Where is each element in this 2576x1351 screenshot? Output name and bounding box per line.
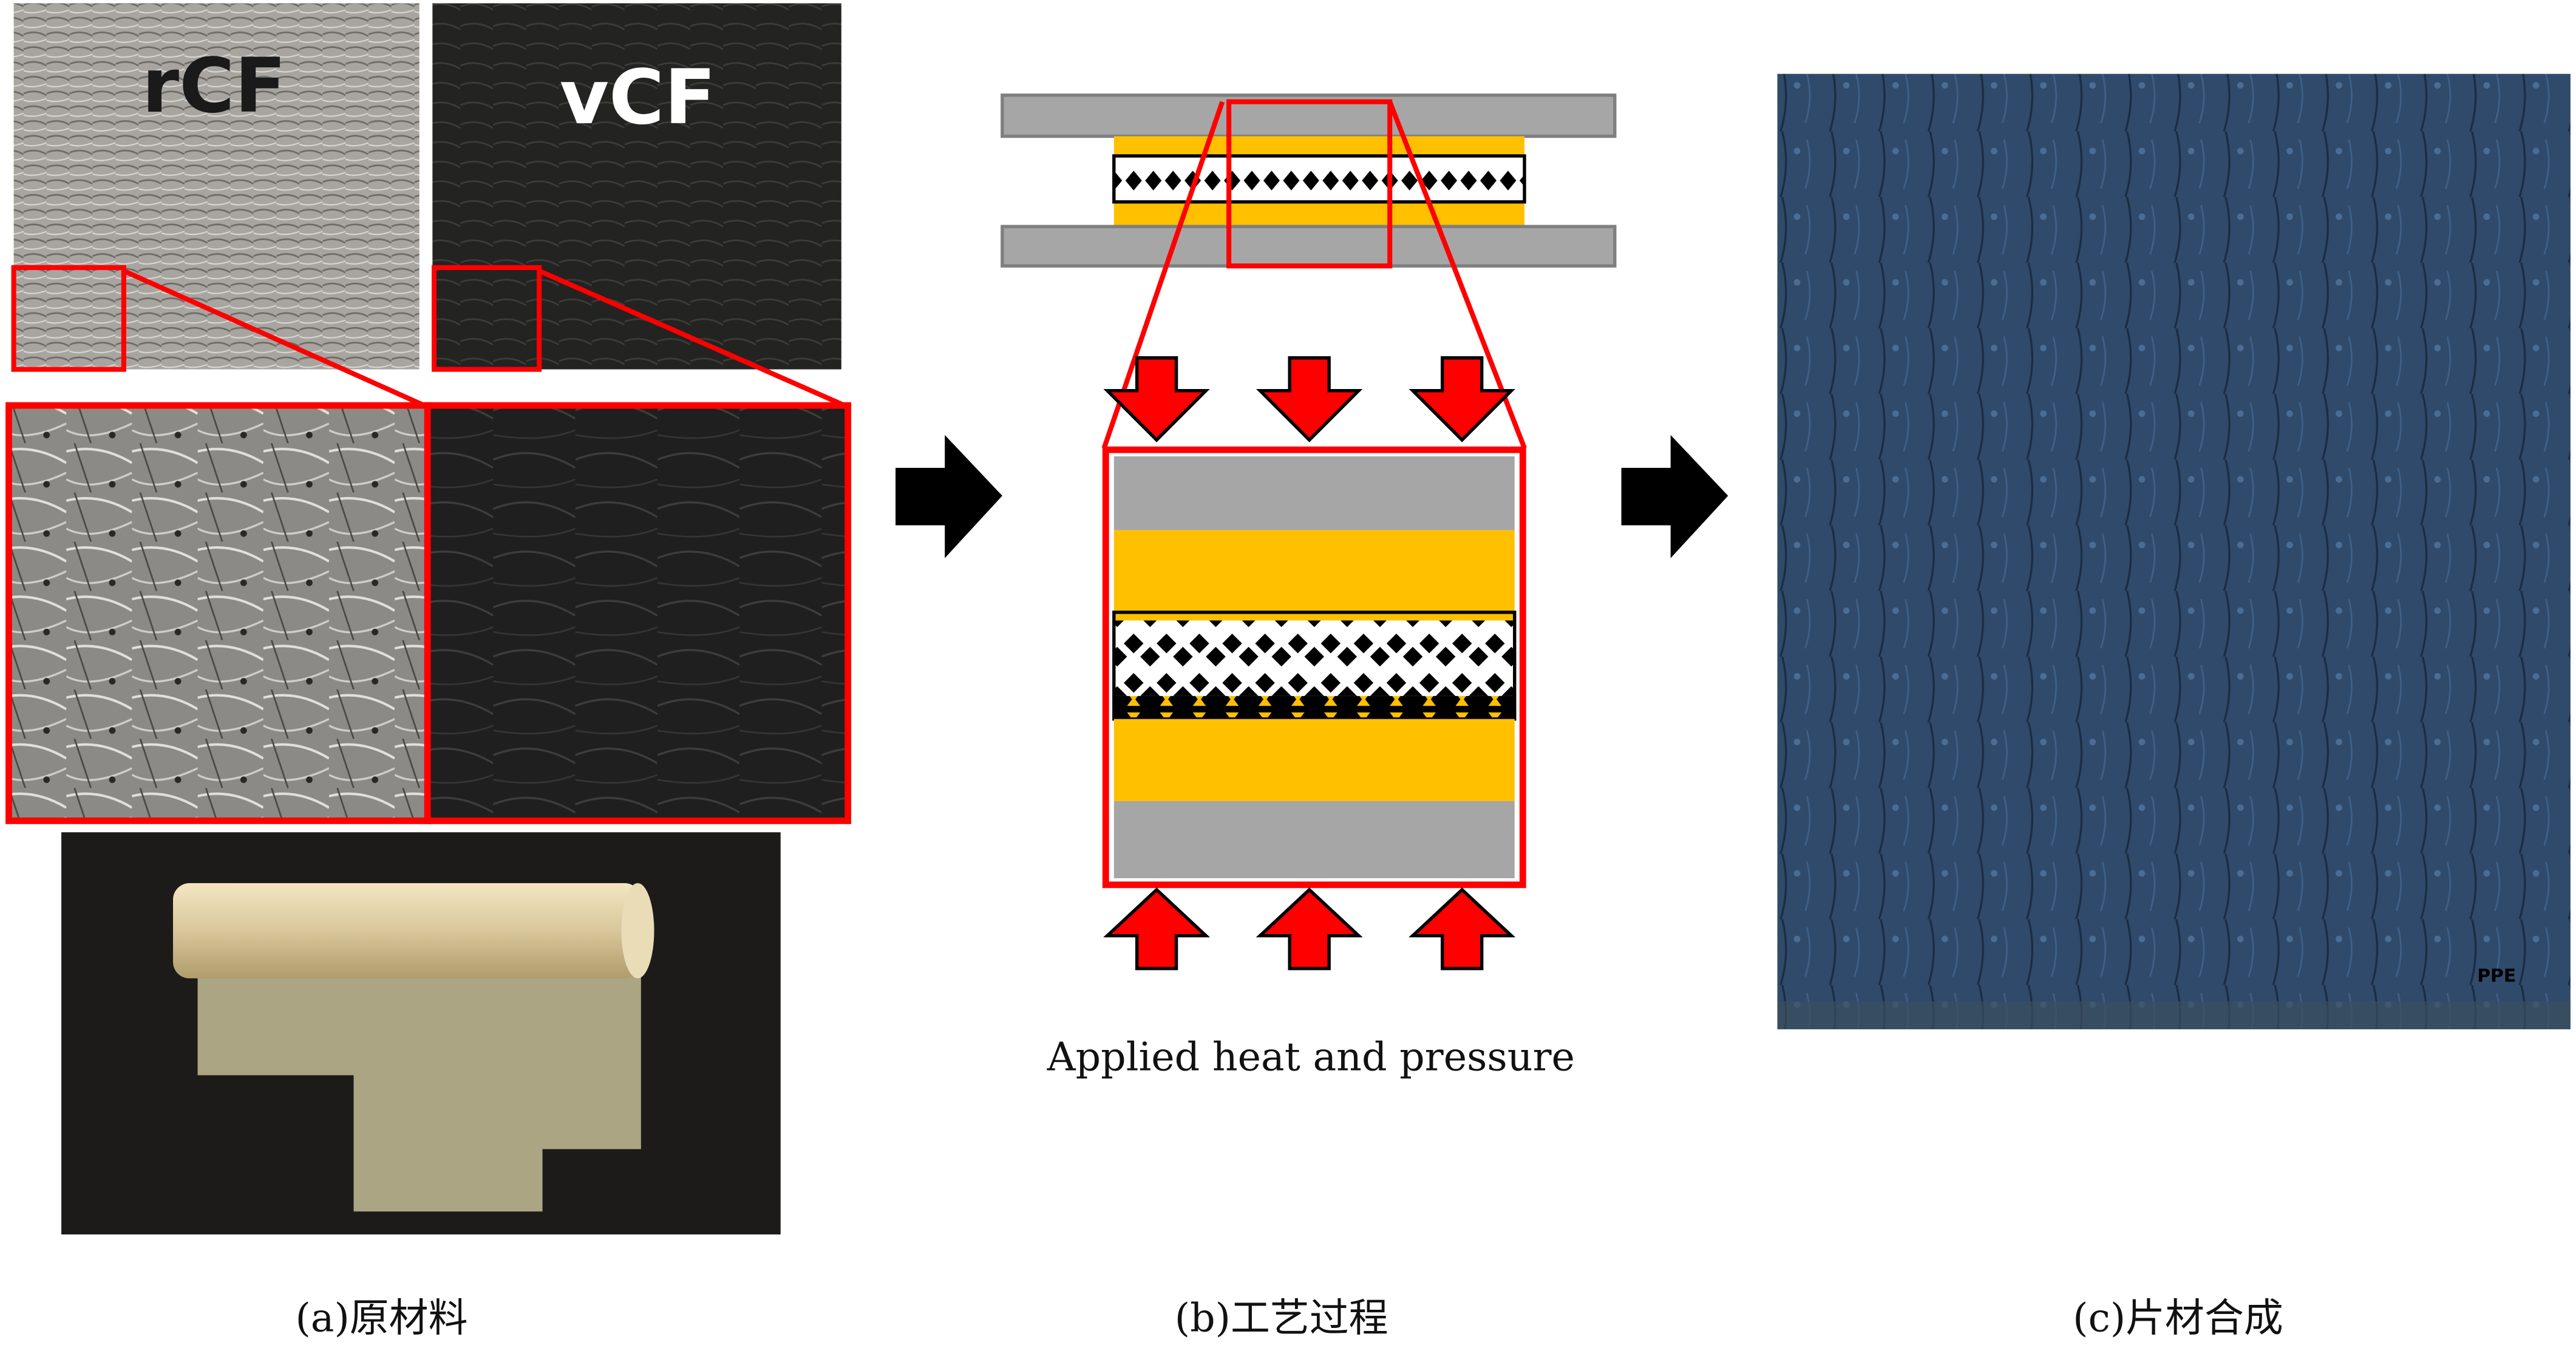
pressure-arrows-up <box>1103 887 1516 970</box>
arrow-right-icon <box>1621 435 1728 558</box>
layup-cross-section <box>1102 446 1526 889</box>
fiber-layer-small <box>1112 154 1526 204</box>
arrow-right-icon <box>895 435 1002 558</box>
composite-sheet-photo <box>1777 73 2571 1029</box>
rcf-label: rCF <box>142 42 287 130</box>
vcf-zoom-line <box>538 268 846 408</box>
caption-a: (a)原材料 <box>295 1296 467 1341</box>
vcf-zoomed-photo <box>424 402 852 824</box>
zoomed-box <box>1102 446 1526 889</box>
bottom-press-plate <box>1001 225 1617 268</box>
caption-b: (b)工艺过程 <box>1175 1296 1388 1341</box>
rcf-zoom-line <box>123 268 426 408</box>
rcf-zoom-region <box>11 265 126 372</box>
process-description: Applied heat and pressure <box>1047 1034 1575 1080</box>
vcf-photo <box>432 3 841 370</box>
sheet-mark: PPE <box>2477 965 2516 986</box>
rcf-zoomed-photo <box>5 402 431 824</box>
zoom-region <box>1226 99 1393 269</box>
vcf-label: vCF <box>560 54 716 141</box>
panel-a-raw-materials: rCF vCF (a)原材料 <box>5 3 852 1341</box>
caption-c: (c)片材合成 <box>2073 1296 2283 1341</box>
rcf-photo <box>13 3 420 370</box>
vcf-zoom-region <box>431 265 542 372</box>
panel-b-process: Applied heat and pressure (b)工艺过程 <box>1001 93 1617 1341</box>
pressure-arrows-down <box>1103 356 1515 442</box>
panel-c-sheet: PPE (c)片材合成 <box>1777 73 2571 1341</box>
resin-film-roll-photo <box>61 832 781 1234</box>
